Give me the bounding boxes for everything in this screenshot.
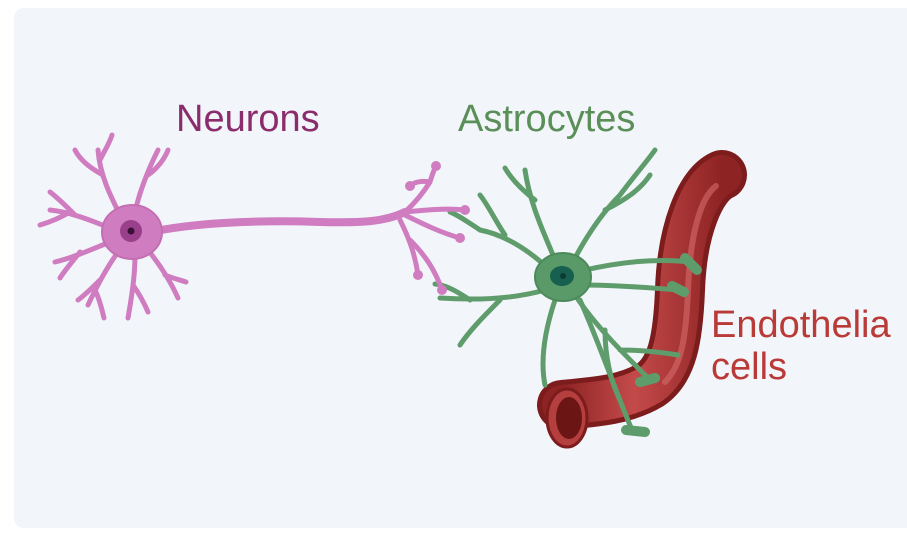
neuron-dendrite [135, 150, 168, 212]
neuron [40, 135, 470, 318]
astrocyte-process [505, 168, 555, 260]
neuron-axon [150, 212, 405, 232]
neuron-nucleolus [128, 228, 135, 235]
neuron-dendrite [40, 192, 110, 228]
astrocyte-endfoot [626, 430, 645, 432]
blood-vessel [547, 175, 722, 447]
label-astrocytes: Astrocytes [458, 99, 635, 139]
neuron-dendrite [78, 252, 118, 318]
astrocyte-process [575, 150, 655, 258]
neuron-dendrite [128, 255, 148, 318]
neuron-dendrite [75, 135, 120, 215]
label-neurons: Neurons [176, 99, 320, 139]
axon-bouton [460, 205, 470, 215]
astrocyte-process [543, 300, 555, 385]
axon-bouton [455, 233, 465, 243]
vessel-lumen [556, 397, 582, 439]
axon-bouton [431, 161, 441, 171]
axon-terminal [405, 209, 465, 212]
axon-terminal [405, 215, 460, 238]
astrocyte-nucleolus [560, 273, 566, 279]
astrocyte-process [435, 284, 545, 345]
label-endothelial-cells: Endothelia cells [711, 304, 907, 388]
axon-bouton [413, 270, 423, 280]
astrocyte-endfoot [640, 378, 655, 382]
axon-bouton [405, 181, 415, 191]
neuron-dendrite [148, 250, 186, 298]
neuron-dendrite [55, 242, 110, 278]
astrocyte-endfoot [672, 286, 684, 292]
axon-bouton [437, 285, 447, 295]
